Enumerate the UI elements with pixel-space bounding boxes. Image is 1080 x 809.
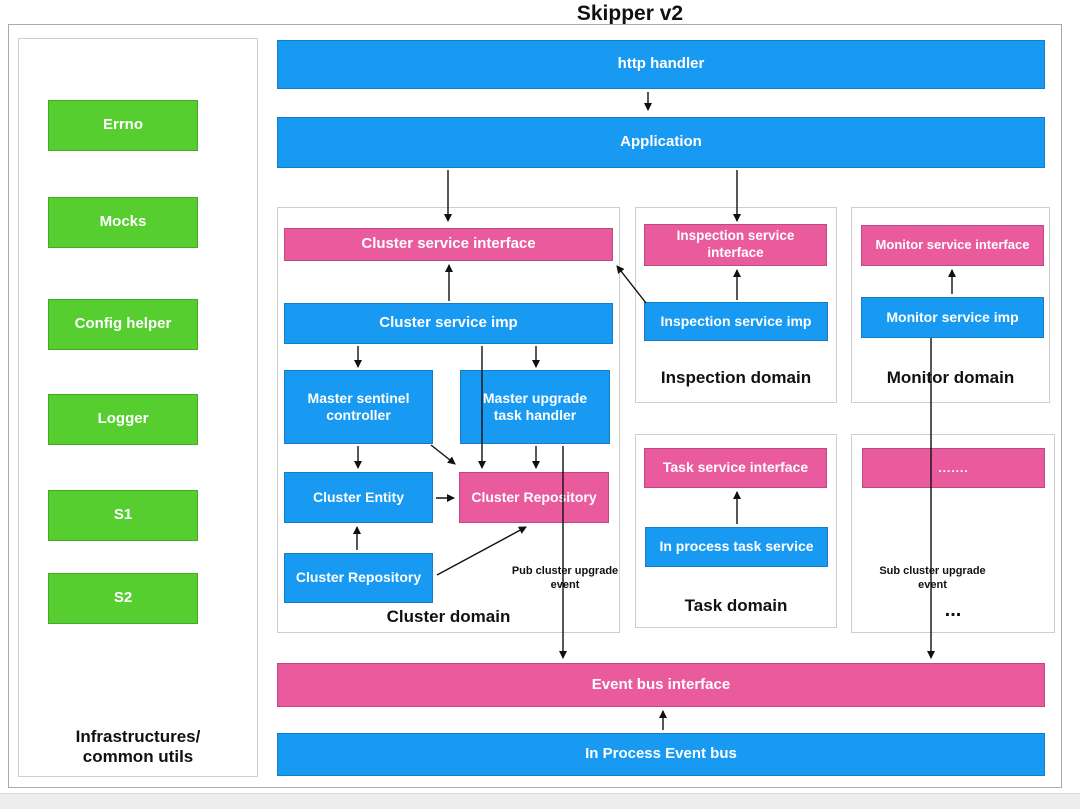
inspection-domain-label: Inspection domain — [660, 368, 812, 387]
node-cluster-entity: Cluster Entity — [284, 472, 433, 523]
node-application: Application — [277, 117, 1045, 168]
node-s1: S1 — [48, 490, 198, 541]
node-cluster-service-interface: Cluster service interface — [284, 228, 613, 261]
etc-domain-label: ... — [944, 599, 962, 621]
node-in-process-task-service: In process task service — [645, 527, 828, 567]
node-event-bus-interface: Event bus interface — [277, 663, 1045, 707]
cluster-domain-label: Cluster domain — [386, 607, 511, 626]
bottom-strip — [0, 793, 1080, 809]
node-cluster-repository-imp: Cluster Repository — [284, 553, 433, 603]
node-in-process-event-bus: In Process Event bus — [277, 733, 1045, 776]
node-http-handler: http handler — [277, 40, 1045, 89]
node-cluster-repository-interface: Cluster Repository — [459, 472, 609, 523]
task-domain-label: Task domain — [684, 596, 788, 615]
node-inspection-service-imp: Inspection service imp — [644, 302, 828, 341]
node-monitor-service-imp: Monitor service imp — [861, 297, 1044, 338]
node-s2: S2 — [48, 573, 198, 624]
node-master-upgrade-task-handler: Master upgrade task handler — [460, 370, 610, 444]
page-title: Skipper v2 — [576, 2, 684, 25]
node-errno: Errno — [48, 100, 198, 151]
node-mocks: Mocks — [48, 197, 198, 248]
node-monitor-service-interface: Monitor service interface — [861, 225, 1044, 266]
node-config-helper: Config helper — [48, 299, 198, 350]
infrastructure-label: Infrastructures/ common utils — [75, 727, 201, 767]
node-master-sentinel-controller: Master sentinel controller — [284, 370, 433, 444]
node-logger: Logger — [48, 394, 198, 445]
sub-event-note: Sub cluster upgrade event — [879, 565, 986, 591]
monitor-domain-label: Monitor domain — [886, 368, 1015, 387]
node-cluster-service-imp: Cluster service imp — [284, 303, 613, 344]
node-task-service-interface: Task service interface — [644, 448, 827, 488]
pub-event-note: Pub cluster upgrade event — [511, 565, 619, 591]
node-inspection-service-interface: Inspection service interface — [644, 224, 827, 266]
node-etc-placeholder: ....... — [862, 448, 1045, 488]
